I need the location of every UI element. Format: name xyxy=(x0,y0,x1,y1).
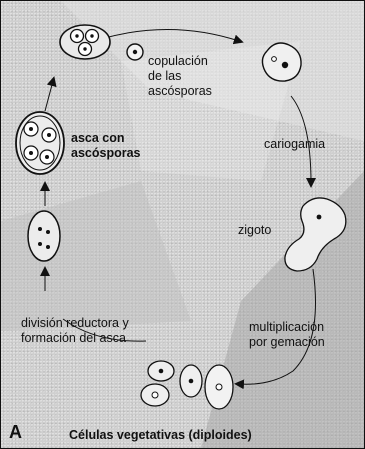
zygote-cell xyxy=(285,198,346,271)
label-copulacion: copulación de las ascósporas xyxy=(148,54,212,99)
label-cariogamia: cariogamia xyxy=(264,137,325,152)
ascospore-single xyxy=(127,44,143,60)
label-division: división reductora y formación del asca xyxy=(21,316,129,346)
meiotic-cell xyxy=(28,211,60,261)
arrow-to-ascospores xyxy=(45,81,53,111)
vegetative-cells xyxy=(141,361,233,409)
label-zigoto: zigoto xyxy=(238,223,271,238)
label-asca: asca con ascósporas xyxy=(71,131,140,161)
bottom-title: Células vegetativas (diploides) xyxy=(69,428,252,442)
ascus-with-ascospores xyxy=(16,112,64,174)
arrow-copulation-to-fusion xyxy=(101,29,239,41)
fusing-spores xyxy=(262,43,301,81)
ascus-top-cell xyxy=(60,25,110,59)
label-multiplicacion: multiplicación por gemación xyxy=(249,320,325,350)
panel-letter: A xyxy=(9,422,22,443)
